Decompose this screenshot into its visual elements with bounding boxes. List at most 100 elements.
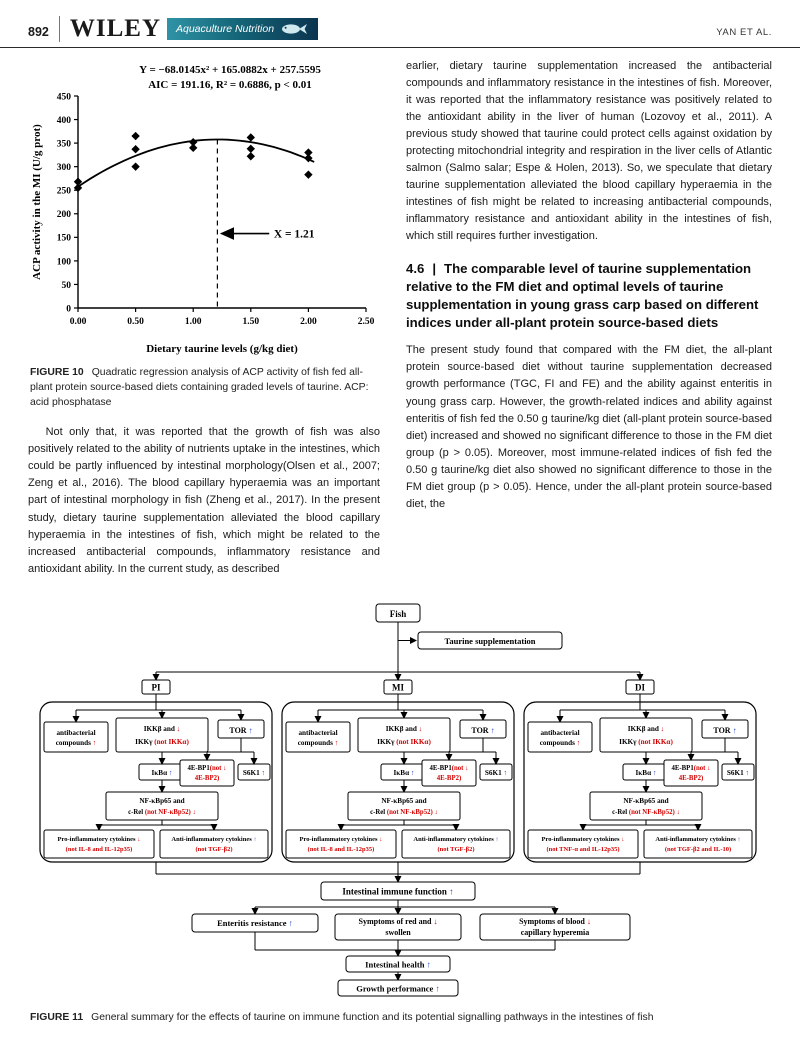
svg-text:PI: PI: [152, 682, 161, 692]
figure11-caption: FIGURE 11 General summary for the effects…: [30, 1011, 770, 1026]
svg-text:IKKβ and ↓: IKKβ and ↓: [386, 725, 423, 733]
page-number: 892: [28, 25, 49, 39]
svg-text:antibacterial: antibacterial: [298, 729, 337, 737]
svg-text:4E-BP2): 4E-BP2): [437, 775, 462, 782]
svg-text:250: 250: [57, 187, 72, 197]
svg-text:compounds ↑: compounds ↑: [298, 739, 339, 747]
svg-text:200: 200: [57, 210, 72, 220]
svg-text:S6K1 ↑: S6K1 ↑: [727, 769, 749, 777]
svg-text:c-Rel (not NF-κBp52) ↓: c-Rel (not NF-κBp52) ↓: [128, 809, 196, 816]
svg-text:IKKγ (not IKKα): IKKγ (not IKKα): [135, 738, 189, 746]
svg-text:MI: MI: [392, 682, 404, 692]
svg-text:100: 100: [57, 257, 72, 267]
section-number: 4.6: [406, 260, 425, 276]
svg-text:DI: DI: [635, 682, 645, 692]
svg-text:Fish: Fish: [390, 609, 407, 619]
section-title: The comparable level of taurine suppleme…: [406, 260, 759, 331]
svg-text:Dietary taurine levels (g/kg d: Dietary taurine levels (g/kg diet): [146, 343, 298, 355]
svg-text:Growth performance ↑: Growth performance ↑: [356, 983, 439, 993]
journal-banner: Aquaculture Nutrition: [167, 18, 319, 40]
right-column: earlier, dietary taurine supplementation…: [406, 58, 772, 588]
svg-text:c-Rel (not NF-κBp52) ↓: c-Rel (not NF-κBp52) ↓: [370, 809, 438, 816]
body-paragraph-left: Not only that, it was reported that the …: [28, 426, 380, 575]
page-header: 892 WILEY Aquaculture Nutrition YAN ET A…: [0, 0, 800, 48]
svg-text:S6K1 ↑: S6K1 ↑: [243, 769, 265, 777]
svg-text:compounds ↑: compounds ↑: [540, 739, 581, 747]
svg-text:IκBα ↑: IκBα ↑: [152, 769, 173, 777]
svg-text:swollen: swollen: [385, 928, 411, 937]
svg-text:X = 1.21: X = 1.21: [274, 229, 315, 241]
svg-text:IκBα ↑: IκBα ↑: [636, 769, 657, 777]
svg-text:IKKβ and ↓: IKKβ and ↓: [144, 725, 181, 733]
svg-text:4E-BP2): 4E-BP2): [679, 775, 704, 782]
svg-text:(not IL-8 and IL-12p35): (not IL-8 and IL-12p35): [308, 846, 375, 853]
figure10-caption-label: FIGURE 10: [30, 367, 84, 378]
svg-text:TOR ↑: TOR ↑: [229, 726, 252, 735]
svg-text:(not IL-8 and IL-12p35): (not IL-8 and IL-12p35): [66, 846, 133, 853]
svg-text:NF-κBp65 and: NF-κBp65 and: [139, 797, 184, 805]
svg-text:2.00: 2.00: [300, 317, 317, 327]
svg-text:IKKβ and ↓: IKKβ and ↓: [628, 725, 665, 733]
section-heading: 4.6|The comparable level of taurine supp…: [406, 260, 772, 333]
pathway-panel-MI: MI antibacterial compounds ↑ IKKβ and ↓ IKKγ…: [281, 679, 515, 863]
fish-icon: [282, 24, 308, 34]
svg-text:Pro-inflammatory cytokines ↓: Pro-inflammatory cytokines ↓: [58, 836, 141, 843]
body-paragraph-right-1: earlier, dietary taurine supplementation…: [406, 60, 772, 243]
wiley-logo: WILEY: [69, 15, 161, 42]
svg-text:S6K1 ↑: S6K1 ↑: [485, 769, 507, 777]
svg-text:Intestinal health ↑: Intestinal health ↑: [365, 959, 431, 969]
svg-text:450: 450: [57, 92, 72, 102]
svg-text:Anti-inflammatory cytokines ↑: Anti-inflammatory cytokines ↑: [171, 836, 256, 843]
svg-text:1.00: 1.00: [185, 317, 202, 327]
header-divider: [58, 16, 60, 42]
svg-text:AIC = 191.16, R² = 0.6886, p <: AIC = 191.16, R² = 0.6886, p < 0.01: [148, 79, 312, 91]
svg-text:50: 50: [62, 281, 72, 291]
svg-text:(not TGF-β2): (not TGF-β2): [195, 846, 232, 853]
svg-text:150: 150: [57, 234, 72, 244]
svg-text:Enteritis resistance ↑: Enteritis resistance ↑: [217, 918, 293, 928]
svg-text:4E-BP1(not ↓: 4E-BP1(not ↓: [187, 765, 226, 772]
svg-text:0.50: 0.50: [127, 317, 144, 327]
svg-text:Y = −68.0145x² + 165.0882x + 2: Y = −68.0145x² + 165.0882x + 257.5595: [139, 64, 321, 76]
svg-text:Taurine supplementation: Taurine supplementation: [444, 636, 535, 646]
svg-text:0.00: 0.00: [70, 317, 87, 327]
svg-text:Intestinal immune function ↑: Intestinal immune function ↑: [342, 886, 453, 896]
svg-text:Symptoms of blood ↓: Symptoms of blood ↓: [519, 917, 591, 926]
svg-text:4E-BP1(not ↓: 4E-BP1(not ↓: [671, 765, 710, 772]
svg-text:IKKγ (not IKKα): IKKγ (not IKKα): [377, 738, 431, 746]
svg-text:TOR ↑: TOR ↑: [713, 726, 736, 735]
svg-text:4E-BP2): 4E-BP2): [195, 775, 220, 782]
svg-text:(not TGF-β2): (not TGF-β2): [437, 846, 474, 853]
svg-text:NF-κBp65 and: NF-κBp65 and: [381, 797, 426, 805]
svg-text:TOR ↑: TOR ↑: [471, 726, 494, 735]
svg-text:Anti-inflammatory cytokines ↑: Anti-inflammatory cytokines ↑: [655, 836, 740, 843]
svg-text:(not TGF-β2 and IL-10): (not TGF-β2 and IL-10): [665, 846, 731, 853]
svg-text:Pro-inflammatory cytokines ↓: Pro-inflammatory cytokines ↓: [542, 836, 625, 843]
svg-text:NF-κBp65 and: NF-κBp65 and: [623, 797, 668, 805]
svg-text:IκBα ↑: IκBα ↑: [394, 769, 415, 777]
svg-text:Pro-inflammatory cytokines ↓: Pro-inflammatory cytokines ↓: [300, 836, 383, 843]
svg-text:Symptoms of red and ↓: Symptoms of red and ↓: [359, 917, 438, 926]
figure11-caption-text: General summary for the effects of tauri…: [91, 1011, 654, 1023]
svg-text:c-Rel (not NF-κBp52) ↓: c-Rel (not NF-κBp52) ↓: [612, 809, 680, 816]
svg-text:Anti-inflammatory cytokines ↑: Anti-inflammatory cytokines ↑: [413, 836, 498, 843]
svg-text:capillary hyperemia: capillary hyperemia: [521, 928, 590, 937]
svg-text:antibacterial: antibacterial: [56, 729, 95, 737]
svg-text:(not TNF-α and IL-12p35): (not TNF-α and IL-12p35): [546, 846, 619, 853]
svg-text:antibacterial: antibacterial: [540, 729, 579, 737]
svg-text:400: 400: [57, 116, 72, 126]
running-head: YAN ET AL.: [716, 27, 772, 38]
svg-text:1.50: 1.50: [242, 317, 259, 327]
figure11-caption-label: FIGURE 11: [30, 1011, 84, 1023]
journal-title: Aquaculture Nutrition: [176, 23, 275, 35]
body-paragraph-right-2: The present study found that compared wi…: [406, 344, 772, 510]
svg-text:4E-BP1(not ↓: 4E-BP1(not ↓: [429, 765, 468, 772]
